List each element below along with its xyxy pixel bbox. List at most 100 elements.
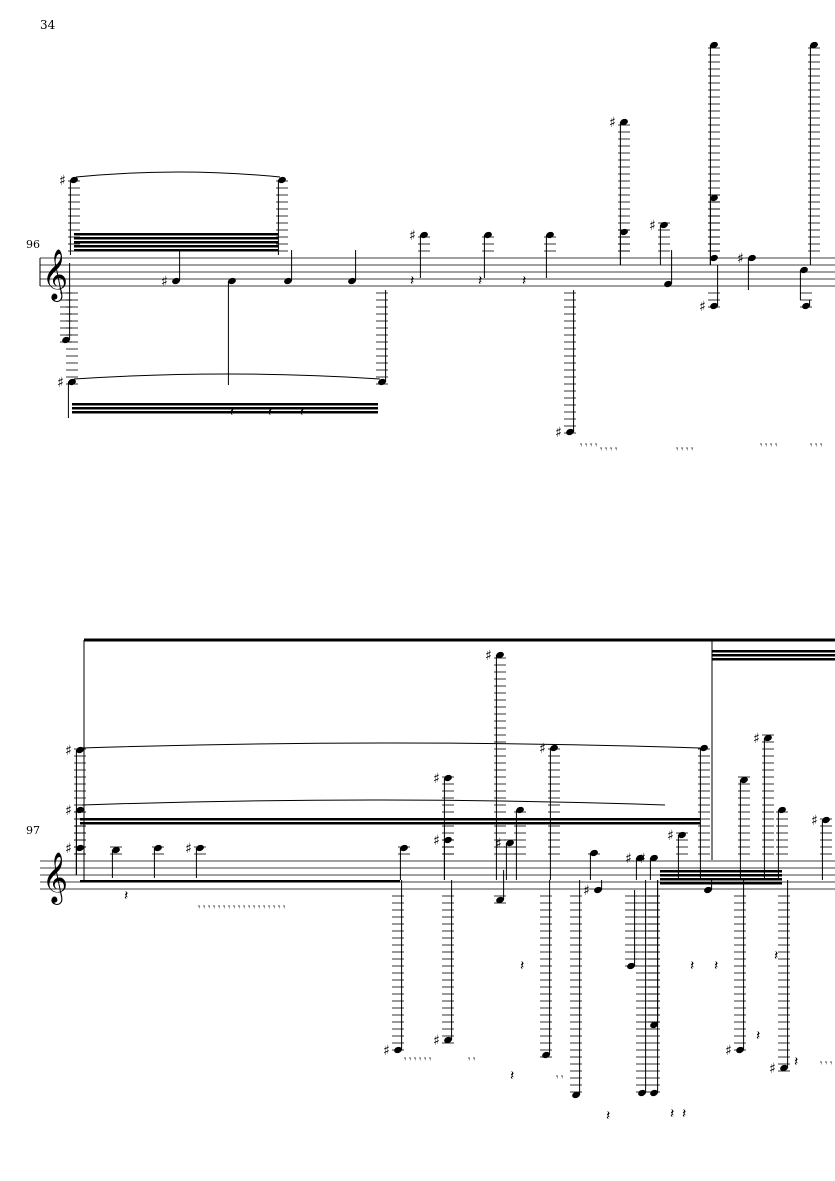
note-head [196,844,204,852]
note-head [62,336,70,344]
note-head [542,1051,550,1059]
grace-rest-icon: 𝄾 [268,903,271,913]
beam [72,411,378,414]
grace-rest-icon: 𝄾 [825,1059,828,1069]
note-head [778,806,786,814]
grace-rest-icon: 𝄾 [765,441,768,451]
grace-rest-icon: 𝄾 [820,1059,823,1069]
grace-rest-icon: 𝄾 [815,441,818,451]
treble-clef-icon: 𝄞 [42,852,68,905]
note-head [636,854,644,862]
note-head [76,806,84,814]
beam [74,237,278,240]
beam [80,818,700,821]
sharp-icon: ♯ [539,741,546,757]
beam [72,403,378,406]
rest-icon: 𝄽 [300,404,304,420]
grace-rest-icon: 𝄾 [273,903,276,913]
note-head [748,254,756,262]
rest-icon: 𝄽 [756,1028,760,1044]
beam [72,407,378,410]
note-head [516,806,524,814]
beam [660,874,782,877]
note-head [740,776,748,784]
note-head [590,849,598,857]
sharp-icon: ♯ [59,173,66,189]
sharp-icon: ♯ [383,1043,390,1059]
grace-rest-icon: 𝄾 [223,903,226,913]
grace-rest-icon: 𝄾 [686,445,689,455]
grace-rest-icon: 𝄾 [404,1055,407,1065]
staff-system-97: 𝄞♯♯♯♯♯♯♯♯♯♯♯♯♯♯♯♯♯♯♯𝄽𝄽𝄽𝄽𝄽𝄽𝄽𝄽𝄽𝄽𝄽𝄾𝄾𝄾𝄾𝄾𝄾𝄾𝄾𝄾… [40,638,835,1124]
beam [660,878,782,881]
sharp-icon: ♯ [639,851,646,867]
note-head [710,254,718,262]
note-head [620,118,628,126]
measure-number-97: 97 [26,824,40,837]
note-head [228,277,236,285]
sharp-icon: ♯ [161,274,168,290]
grace-rest-icon: 𝄾 [810,441,813,451]
note-head [700,744,708,752]
note-head [572,1091,580,1099]
note-head [620,228,628,236]
note-head [802,302,810,310]
rest-icon: 𝄽 [522,273,526,289]
note-head [76,746,84,754]
sharp-icon: ♯ [433,833,440,849]
note-head [650,1089,658,1097]
grace-rest-icon: 𝄾 [208,903,211,913]
sharp-icon: ♯ [555,425,562,441]
note-head [172,277,180,285]
grace-rest-icon: 𝄾 [580,441,583,451]
staff-system-96: 𝄞♯♯♯♯♯♯♯♯♯𝄽𝄽𝄽𝄽𝄽𝄽𝄾𝄾𝄾𝄾𝄾𝄾𝄾𝄾𝄾𝄾𝄾𝄾𝄾𝄾𝄾𝄾𝄾𝄾𝄾 [39,41,835,455]
grace-rest-icon: 𝄾 [263,903,266,913]
treble-clef-icon: 𝄞 [42,249,68,302]
beam [712,654,835,657]
sharp-icon: ♯ [57,375,64,391]
grace-rest-icon: 𝄾 [595,441,598,451]
note-head [704,886,712,894]
sharp-icon: ♯ [65,841,72,857]
note-head [594,886,602,894]
beam [660,882,782,885]
grace-rest-icon: 𝄾 [691,445,694,455]
note-head [70,176,78,184]
sharp-icon: ♯ [753,731,760,747]
grace-rest-icon: 𝄾 [590,441,593,451]
sharp-icon: ♯ [737,251,744,267]
grace-rest-icon: 𝄾 [233,903,236,913]
sharp-icon: ♯ [495,836,502,852]
grace-rest-icon: 𝄾 [775,441,778,451]
rest-icon: 𝄽 [774,948,778,964]
grace-rest-icon: 𝄾 [253,903,256,913]
beam [74,233,278,236]
beam [80,822,700,825]
sharp-icon: ♯ [485,648,492,664]
note-head [678,831,686,839]
note-head [780,1064,788,1072]
grace-rest-icon: 𝄾 [600,445,603,455]
note-head [284,277,292,285]
sharp-icon: ♯ [433,771,440,787]
sharp-icon: ♯ [725,1043,732,1059]
rest-icon: 𝄽 [794,1054,798,1070]
sharp-icon: ♯ [65,743,72,759]
note-head [660,221,668,229]
note-head [664,280,672,288]
note-head [566,428,574,436]
note-head [154,844,162,852]
note-head [550,744,558,752]
sharp-icon: ♯ [699,299,706,315]
grace-rest-icon: 𝄾 [615,445,618,455]
note-head [810,41,818,49]
grace-rest-icon: 𝄾 [556,1073,559,1083]
note-head [506,839,514,847]
tie [75,171,281,178]
note-head [278,176,286,184]
note-head [444,1036,452,1044]
note-head [348,277,356,285]
sharp-icon: ♯ [625,851,632,867]
note-head [76,844,84,852]
